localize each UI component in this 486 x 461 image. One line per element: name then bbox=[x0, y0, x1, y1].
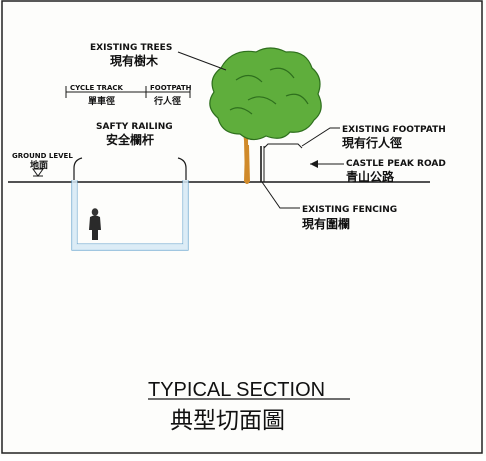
footpath-label-en: FOOTPATH bbox=[150, 84, 192, 92]
leader-footpath bbox=[301, 127, 340, 147]
right-railing bbox=[177, 157, 187, 180]
footpath-label-zh: 行人徑 bbox=[153, 95, 181, 107]
existing-tree bbox=[209, 47, 322, 184]
safety-railing-label-en: SAFTY RAILING bbox=[96, 122, 173, 132]
existing-fencing bbox=[260, 146, 265, 182]
sheet-border bbox=[1, 0, 483, 454]
leader-fencing bbox=[261, 181, 300, 209]
leader-trees bbox=[177, 51, 227, 71]
ground-level-symbol bbox=[32, 168, 44, 177]
existing-fencing-label-en: EXISTING FENCING bbox=[302, 205, 397, 215]
left-railing bbox=[73, 157, 83, 180]
existing-fencing-label-zh: 現有圍欄 bbox=[302, 216, 350, 231]
footpath-bracket bbox=[263, 143, 303, 149]
existing-trees-label-zh: 現有樹木 bbox=[110, 53, 159, 68]
cycle-track-label-en: CYCLE TRACK bbox=[70, 84, 123, 92]
existing-footpath-label-zh: 現有行人徑 bbox=[342, 135, 402, 150]
castle-peak-road-label-zh: 青山公路 bbox=[346, 169, 395, 184]
ground-level-label-zh: 地面 bbox=[30, 159, 48, 171]
safety-railing-label-zh: 安全欄杆 bbox=[106, 132, 154, 147]
pedestrian-figure bbox=[89, 208, 101, 240]
ground-level-label-en: GROUND LEVEL bbox=[12, 152, 73, 160]
road-arrow bbox=[310, 160, 318, 168]
title-en: TYPICAL SECTION bbox=[148, 379, 325, 401]
cycle-footpath-dimension bbox=[65, 86, 191, 98]
cycle-track-label-zh: 單車徑 bbox=[88, 95, 115, 107]
castle-peak-road-label-en: CASTLE PEAK ROAD bbox=[346, 159, 446, 169]
channel-section bbox=[71, 157, 189, 251]
title-zh: 典型切面圖 bbox=[170, 408, 285, 434]
existing-trees-label-en: EXISTING TREES bbox=[90, 43, 172, 53]
existing-footpath-label-en: EXISTING FOOTPATH bbox=[342, 125, 446, 135]
